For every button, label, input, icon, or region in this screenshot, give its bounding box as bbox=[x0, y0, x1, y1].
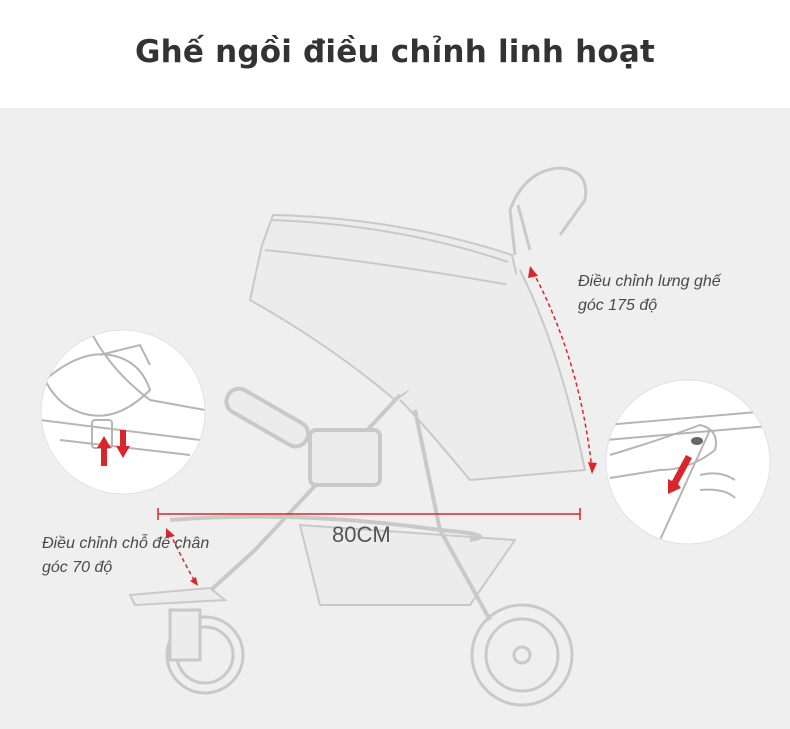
backrest-annotation-line2: góc 175 độ bbox=[578, 297, 658, 314]
footrest-annotation-line1: Điều chỉnh chỗ để chân bbox=[42, 535, 210, 552]
backrest-adjust-detail bbox=[605, 379, 771, 545]
backrest-annotation-line1: Điều chỉnh lưng ghế bbox=[578, 273, 721, 290]
page-header: Ghế ngồi điều chỉnh linh hoạt bbox=[0, 0, 790, 108]
footrest-adjust-detail bbox=[40, 329, 206, 495]
measurement-line bbox=[157, 508, 581, 520]
stroller-frame bbox=[169, 386, 492, 621]
page-title: Ghế ngồi điều chỉnh linh hoạt bbox=[134, 34, 656, 70]
footrest-annotation-line2: góc 70 độ bbox=[42, 559, 113, 576]
up-down-arrow-icon bbox=[97, 430, 130, 466]
footrest-annotation: Điều chỉnh chỗ để chân góc 70 độ bbox=[42, 532, 209, 580]
front-wheel bbox=[165, 608, 245, 695]
rear-wheel bbox=[470, 603, 574, 707]
footrest-angle-arrow bbox=[166, 528, 198, 586]
backrest-annotation: Điều chỉnh lưng ghế góc 175 độ bbox=[578, 270, 721, 318]
canopy bbox=[248, 213, 587, 482]
measurement-label: 80CM bbox=[332, 522, 391, 547]
handle-bar bbox=[508, 166, 588, 256]
backrest-angle-arrow bbox=[528, 266, 597, 474]
footrest bbox=[128, 586, 228, 607]
down-arrow-icon bbox=[668, 455, 692, 494]
